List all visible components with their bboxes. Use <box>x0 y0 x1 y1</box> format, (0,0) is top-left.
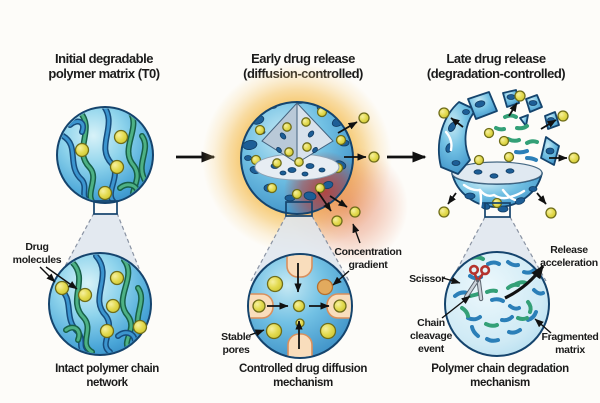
drug-molecules-group <box>74 129 129 201</box>
svg-text:Release: Release <box>550 244 588 256</box>
svg-text:Stable: Stable <box>221 331 251 343</box>
panel-title: (degradation-controlled) <box>427 66 565 81</box>
released-molecules <box>438 90 580 219</box>
released-molecules <box>317 112 380 227</box>
drug-molecules-group <box>473 127 515 209</box>
panel-title: polymer matrix (T0) <box>48 66 159 81</box>
svg-text:cleavage: cleavage <box>410 330 452 342</box>
label-stable-pores: Stable pores <box>221 329 265 356</box>
diffusion-arrows <box>267 263 330 349</box>
pointer-arrow <box>441 295 471 319</box>
magnified-view-diffusion <box>247 253 353 359</box>
zoom-region-box <box>93 200 118 215</box>
fragment <box>437 101 477 175</box>
svg-text:molecules: molecules <box>13 254 62 266</box>
pore <box>286 255 313 278</box>
matrix-sphere-porous <box>240 101 354 217</box>
pointer-arrow <box>352 223 361 244</box>
fragment-floor <box>451 161 543 185</box>
svg-text:matrix: matrix <box>555 344 585 356</box>
matrix-sphere-fragmented <box>437 89 560 218</box>
zoom-region-box <box>285 201 313 217</box>
pore <box>287 333 313 357</box>
scissors-icon <box>463 264 491 302</box>
fragment-pores <box>445 94 555 213</box>
svg-text:Scissor: Scissor <box>409 273 445 285</box>
panel-caption: Controlled drug diffusion <box>239 363 367 375</box>
svg-text:event: event <box>418 343 445 355</box>
label-fragmented-matrix: Fragmented matrix <box>534 318 599 356</box>
svg-text:Chain: Chain <box>417 317 445 329</box>
magnified-view-degradation <box>444 251 550 357</box>
release-arrow <box>450 117 464 128</box>
panel-late: Late drug release (degradation-controlle… <box>409 51 599 389</box>
panel-caption: mechanism <box>470 377 530 389</box>
gradient-molecule <box>316 278 334 296</box>
panel-caption: mechanism <box>273 377 333 389</box>
pointer-arrow <box>442 277 461 285</box>
label-drug-molecules: Drug molecules <box>13 241 78 290</box>
pointer-arrow <box>332 270 350 286</box>
panel-title: Late drug release <box>446 51 545 66</box>
release-arrow <box>337 121 358 134</box>
release-acceleration-arrow <box>504 264 545 300</box>
release-arrow <box>540 119 557 130</box>
release-arrow <box>536 192 547 205</box>
pointer-arrow <box>534 318 552 334</box>
polymer-chain-network <box>55 254 145 354</box>
svg-text:pores: pores <box>222 344 250 356</box>
panel-early: Early drug release (diffusion-controlled… <box>202 51 408 389</box>
svg-text:acceleration: acceleration <box>540 257 598 269</box>
pointer-arrow <box>45 266 78 290</box>
zoom-region-box <box>484 202 511 218</box>
svg-text:Concentration: Concentration <box>334 246 401 258</box>
label-scissor: Scissor <box>409 273 461 285</box>
magnified-view-intact <box>48 252 152 356</box>
panel-caption: network <box>86 377 128 389</box>
panel-initial: Initial degradable polymer matrix (T0) <box>13 51 161 389</box>
fragment <box>519 114 529 127</box>
panel-caption: Intact polymer chain <box>55 363 159 375</box>
cutaway-wedge <box>254 103 340 181</box>
svg-text:gradient: gradient <box>348 259 388 271</box>
label-concentration-gradient: Concentration gradient <box>332 223 402 286</box>
svg-text:Drug: Drug <box>25 241 48 253</box>
release-arrow <box>329 195 348 208</box>
svg-text:Fragmented: Fragmented <box>541 331 598 343</box>
surface-drug-molecules <box>250 106 347 200</box>
matrix-sphere-intact <box>56 106 154 215</box>
crack-lines <box>444 130 526 210</box>
panel-caption: Polymer chain degradation <box>431 363 569 375</box>
label-release-acceleration: Release acceleration <box>540 244 598 269</box>
release-arrow <box>447 192 457 205</box>
pointer-arrow <box>249 329 265 337</box>
release-arrow <box>317 191 332 212</box>
panel-title: Initial degradable <box>55 51 153 66</box>
chain-fragments <box>494 113 539 162</box>
label-chain-cleavage-event: Chain cleavage event <box>410 295 471 355</box>
pointer-arrow <box>39 266 56 283</box>
release-arrow <box>508 102 518 117</box>
drug-molecules-group <box>54 270 148 339</box>
panel-title: Early drug release <box>251 51 355 66</box>
